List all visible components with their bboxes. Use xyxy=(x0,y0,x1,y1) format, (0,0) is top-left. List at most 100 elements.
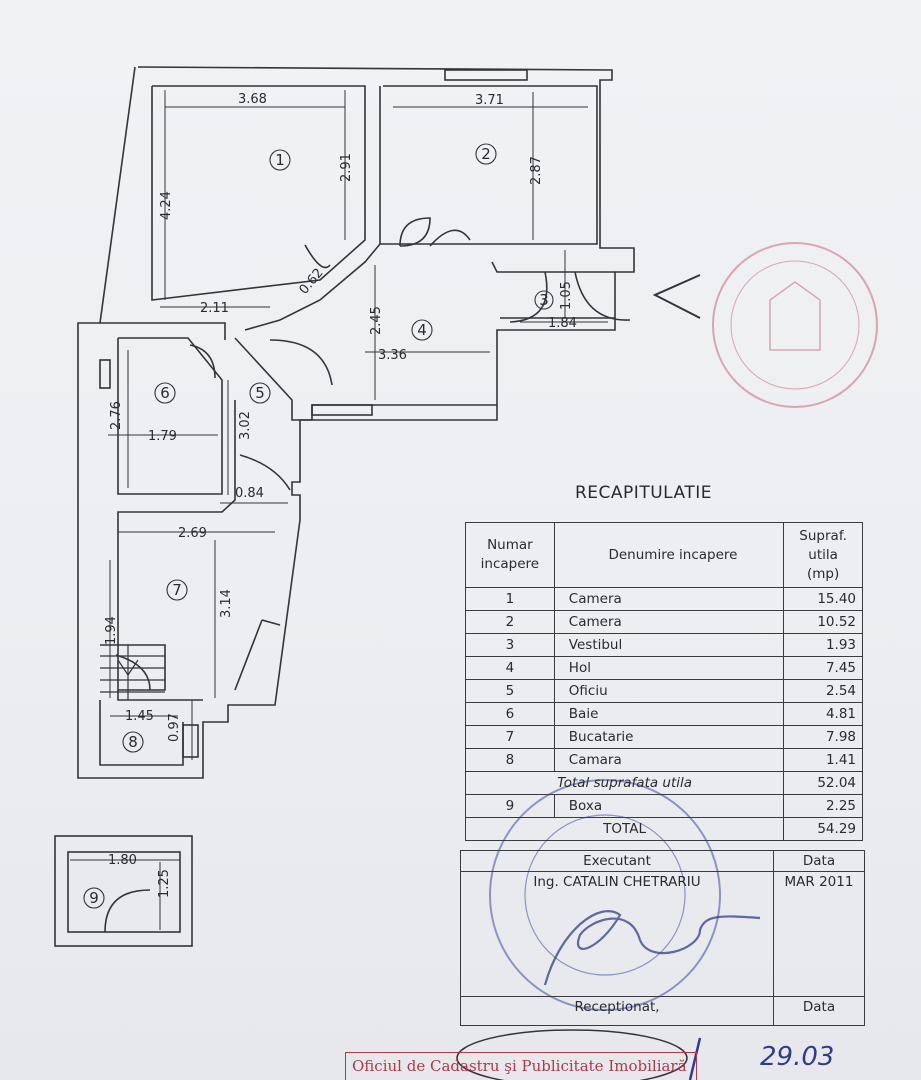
cell-name: Vestibul xyxy=(553,633,785,657)
signature-body-row: Ing. CATALIN CHETRARIU MAR 2011 xyxy=(460,871,865,997)
dimension-label: 0.84 xyxy=(235,486,264,501)
subtotal-value: 52.04 xyxy=(783,771,863,795)
entrance-arrow xyxy=(652,274,701,319)
cell-nr: 1 xyxy=(465,587,555,611)
door-arc xyxy=(189,344,216,379)
room-number: 6 xyxy=(160,384,170,402)
inner-wall xyxy=(379,85,598,245)
door-arc xyxy=(574,271,631,321)
dimension-label: 2.69 xyxy=(178,526,207,541)
window xyxy=(234,619,263,691)
room-number: 2 xyxy=(481,145,491,163)
room-number: 4 xyxy=(417,321,427,339)
receptionat-row: Receptionat, Data xyxy=(460,996,865,1026)
boxa-outer xyxy=(54,835,193,947)
window xyxy=(99,359,111,389)
dimension-label: 1.80 xyxy=(108,853,137,868)
window xyxy=(444,69,528,81)
dimension-label: 4.24 xyxy=(159,191,174,220)
dimension-label: 3.68 xyxy=(238,92,267,107)
cell-name: Camara xyxy=(553,748,785,772)
signature-table: Executant Data Ing. CATALIN CHETRARIU MA… xyxy=(460,850,865,1026)
cell-area: 7.45 xyxy=(783,656,863,680)
cell-nr: 2 xyxy=(465,610,555,634)
cell-area: 10.52 xyxy=(783,610,863,634)
cell-name: Oficiu xyxy=(553,679,785,703)
door-arc xyxy=(239,454,291,491)
dimension-label: 2.91 xyxy=(339,153,354,182)
recap-header-row: Numar incapere Denumire incapere Supraf.… xyxy=(465,522,863,588)
handwritten-stroke xyxy=(688,1037,702,1080)
dimension-label: 3.14 xyxy=(219,589,234,618)
cell-area: 4.81 xyxy=(783,702,863,726)
dimension-label: 2.87 xyxy=(529,156,544,185)
cell-area: 2.25 xyxy=(783,794,863,818)
window xyxy=(182,724,199,758)
dimension-label: 1.05 xyxy=(559,281,574,310)
inner-wall xyxy=(234,337,497,421)
door-arc xyxy=(399,217,431,247)
room-number: 9 xyxy=(89,889,99,907)
door-arc xyxy=(115,654,151,691)
receptionat-label: Receptionat, xyxy=(460,996,774,1026)
executant-date: MAR 2011 xyxy=(773,871,865,997)
office-stamp-label: Oficiul de Cadastru şi Publicitate Imobi… xyxy=(345,1052,697,1080)
dimension-label: 2.45 xyxy=(369,306,384,335)
cell-nr: 7 xyxy=(465,725,555,749)
recap-title: RECAPITULATIE xyxy=(575,483,712,503)
stairs xyxy=(100,645,165,700)
dimension-label: 1.45 xyxy=(125,709,154,724)
cell-nr: 4 xyxy=(465,656,555,680)
cell-area: 15.40 xyxy=(783,587,863,611)
receptionat-date-label: Data xyxy=(773,996,865,1026)
recap-table: Numar incapere Denumire incapere Supraf.… xyxy=(464,522,863,841)
room-number: 1 xyxy=(275,151,285,169)
door-arc xyxy=(104,889,151,933)
cell-area: 1.93 xyxy=(783,633,863,657)
cell-name: Bucatarie xyxy=(553,725,785,749)
cell-area: 7.98 xyxy=(783,725,863,749)
subtotal-label: Total suprafata utila xyxy=(464,771,785,795)
total-label: TOTAL xyxy=(464,817,785,841)
executant-label: Executant xyxy=(460,850,774,872)
executant-name: Ing. CATALIN CHETRARIU xyxy=(460,871,774,997)
header-cell: Supraf. utila (mp) xyxy=(783,522,863,588)
dimension-label: 3.71 xyxy=(475,93,504,108)
cell-name: Baie xyxy=(553,702,785,726)
window xyxy=(311,404,373,416)
inner-wall xyxy=(244,243,381,331)
cell-name: Camera xyxy=(553,587,785,611)
cell-name: Hol xyxy=(553,656,785,680)
cell-nr: 3 xyxy=(465,633,555,657)
room-number: 7 xyxy=(172,581,182,599)
door-arc xyxy=(429,229,471,247)
inner-wall xyxy=(117,337,223,495)
inner-wall xyxy=(117,400,236,701)
dimension-label: 0.97 xyxy=(167,713,182,742)
handwritten-oval xyxy=(456,1029,688,1080)
header-cell: Numar incapere xyxy=(465,522,555,588)
inner-wall xyxy=(100,322,226,340)
cell-nr: 9 xyxy=(465,794,555,818)
handwritten-date: 29.03 xyxy=(760,1042,835,1072)
room-number: 5 xyxy=(255,384,265,402)
cell-nr: 6 xyxy=(465,702,555,726)
cell-nr: 5 xyxy=(465,679,555,703)
dimension-label: 3.36 xyxy=(378,348,407,363)
cell-area: 2.54 xyxy=(783,679,863,703)
dimension-label: 2.76 xyxy=(109,401,124,430)
room-number: 8 xyxy=(128,733,138,751)
dimension-label: 0.62 xyxy=(297,266,327,298)
red-stamp xyxy=(712,242,878,408)
cell-nr: 8 xyxy=(465,748,555,772)
window xyxy=(261,619,281,626)
